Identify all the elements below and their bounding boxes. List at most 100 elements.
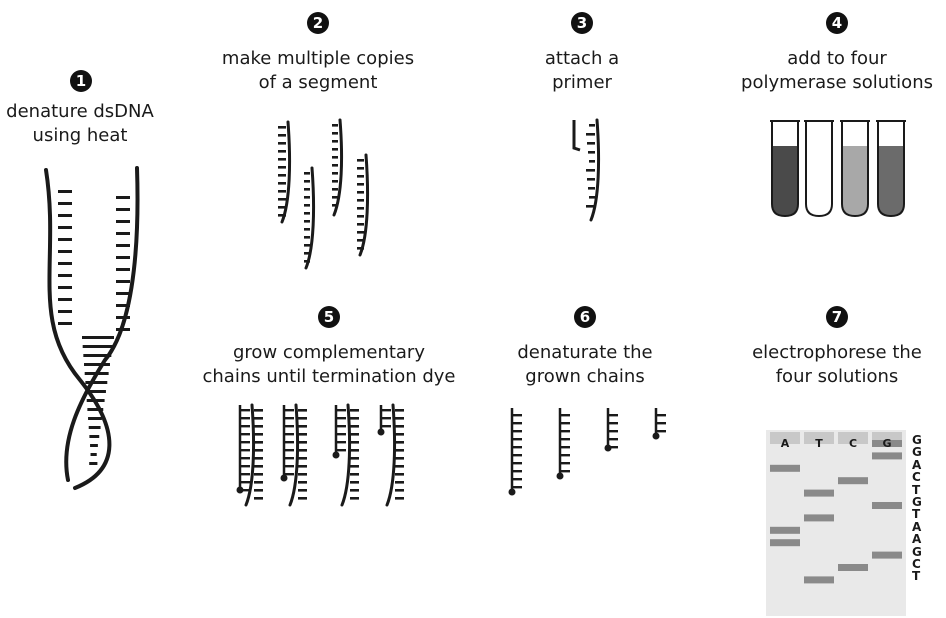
termination-dye	[605, 445, 612, 452]
step-2-line-1: make multiple copies	[208, 47, 428, 71]
base-rung	[395, 497, 404, 500]
dna-strand	[387, 405, 395, 505]
base-rung	[381, 425, 391, 427]
base-rung	[304, 220, 310, 223]
base-rung	[357, 183, 364, 186]
base-rung	[284, 457, 294, 459]
base-rung	[304, 228, 310, 231]
dna-strand	[290, 405, 298, 505]
step-5-caption: grow complementary chains until terminat…	[196, 341, 462, 389]
base-rung	[116, 208, 130, 211]
base-rung	[395, 449, 404, 452]
gel-band	[770, 527, 800, 534]
base-rung	[586, 205, 595, 208]
base-rung	[278, 174, 286, 177]
base-rung	[116, 232, 130, 235]
base-rung	[254, 441, 263, 444]
base-rung	[284, 425, 294, 427]
base-rung	[350, 481, 359, 484]
base-rung	[298, 425, 307, 428]
base-rung	[336, 425, 346, 427]
base-rung	[560, 438, 570, 440]
step-4-caption: add to four polymerase solutions	[737, 47, 937, 95]
base-rung	[350, 473, 359, 476]
base-pair	[89, 462, 97, 465]
base-rung	[284, 465, 294, 467]
base-rung	[350, 457, 359, 460]
base-rung	[278, 214, 286, 217]
base-rung	[116, 316, 130, 319]
base-rung	[332, 188, 338, 191]
base-rung	[284, 409, 294, 411]
base-rung	[395, 425, 404, 428]
growing-chains	[237, 405, 405, 505]
base-rung	[336, 409, 346, 411]
step-4-line-1: add to four	[737, 47, 937, 71]
step-7-caption: electrophorese the four solutions	[737, 341, 937, 389]
base-rung	[357, 159, 364, 162]
base-rung	[336, 433, 346, 435]
step-6-caption: denaturate the grown chains	[505, 341, 665, 389]
denatured-chains	[509, 408, 667, 496]
base-rung	[298, 497, 307, 500]
gel-band	[770, 465, 800, 472]
step-7-line-1: electrophorese the	[737, 341, 937, 365]
gel-band	[804, 576, 834, 583]
base-rung	[589, 124, 595, 127]
electrophoresis-gel	[766, 430, 906, 616]
base-rung	[278, 150, 286, 153]
step-1-line-1: denature dsDNA	[0, 100, 160, 124]
base-rung	[560, 454, 570, 456]
base-rung	[560, 414, 570, 416]
termination-dye	[333, 452, 340, 459]
base-rung	[254, 433, 263, 436]
base-rung	[284, 449, 294, 451]
base-rung	[350, 449, 359, 452]
step-1-line-2: using heat	[0, 124, 160, 148]
step-3-line-2: primer	[532, 71, 632, 95]
gel-band	[770, 539, 800, 546]
base-pair	[83, 354, 111, 357]
base-rung	[589, 196, 595, 199]
base-rung	[395, 481, 404, 484]
base-rung	[395, 417, 404, 420]
base-rung	[332, 204, 338, 207]
base-rung	[586, 133, 595, 136]
dna-strand	[66, 168, 137, 480]
base-rung	[278, 206, 286, 209]
step-4-line-2: polymerase solutions	[737, 71, 937, 95]
base-rung	[298, 465, 307, 468]
base-rung	[350, 425, 359, 428]
base-rung	[116, 244, 130, 247]
base-rung	[395, 489, 404, 492]
base-rung	[278, 158, 286, 161]
base-rung	[304, 196, 310, 199]
base-rung	[350, 489, 359, 492]
base-rung	[58, 310, 72, 313]
base-rung	[560, 470, 570, 472]
gel-band	[804, 514, 834, 521]
base-rung	[357, 223, 364, 226]
base-rung	[350, 409, 359, 412]
base-rung	[278, 126, 286, 129]
gel-sequence-readout: G G A C T G T A A G C T	[912, 434, 926, 583]
base-rung	[332, 148, 338, 151]
base-rung	[298, 473, 307, 476]
step-2-line-2: of a segment	[208, 71, 428, 95]
base-rung	[381, 417, 391, 419]
base-pair	[88, 417, 102, 420]
base-rung	[512, 422, 522, 424]
termination-dye	[237, 487, 244, 494]
base-rung	[357, 231, 364, 234]
base-rung	[357, 207, 364, 210]
base-rung	[512, 414, 522, 416]
base-rung	[240, 457, 250, 459]
sequence-base: T	[912, 508, 926, 520]
gel-lane-label-a: A	[770, 437, 800, 450]
base-rung	[357, 199, 364, 202]
base-rung	[254, 449, 263, 452]
base-rung	[298, 417, 307, 420]
base-rung	[381, 409, 391, 411]
termination-dye	[378, 429, 385, 436]
base-pair	[84, 363, 110, 366]
